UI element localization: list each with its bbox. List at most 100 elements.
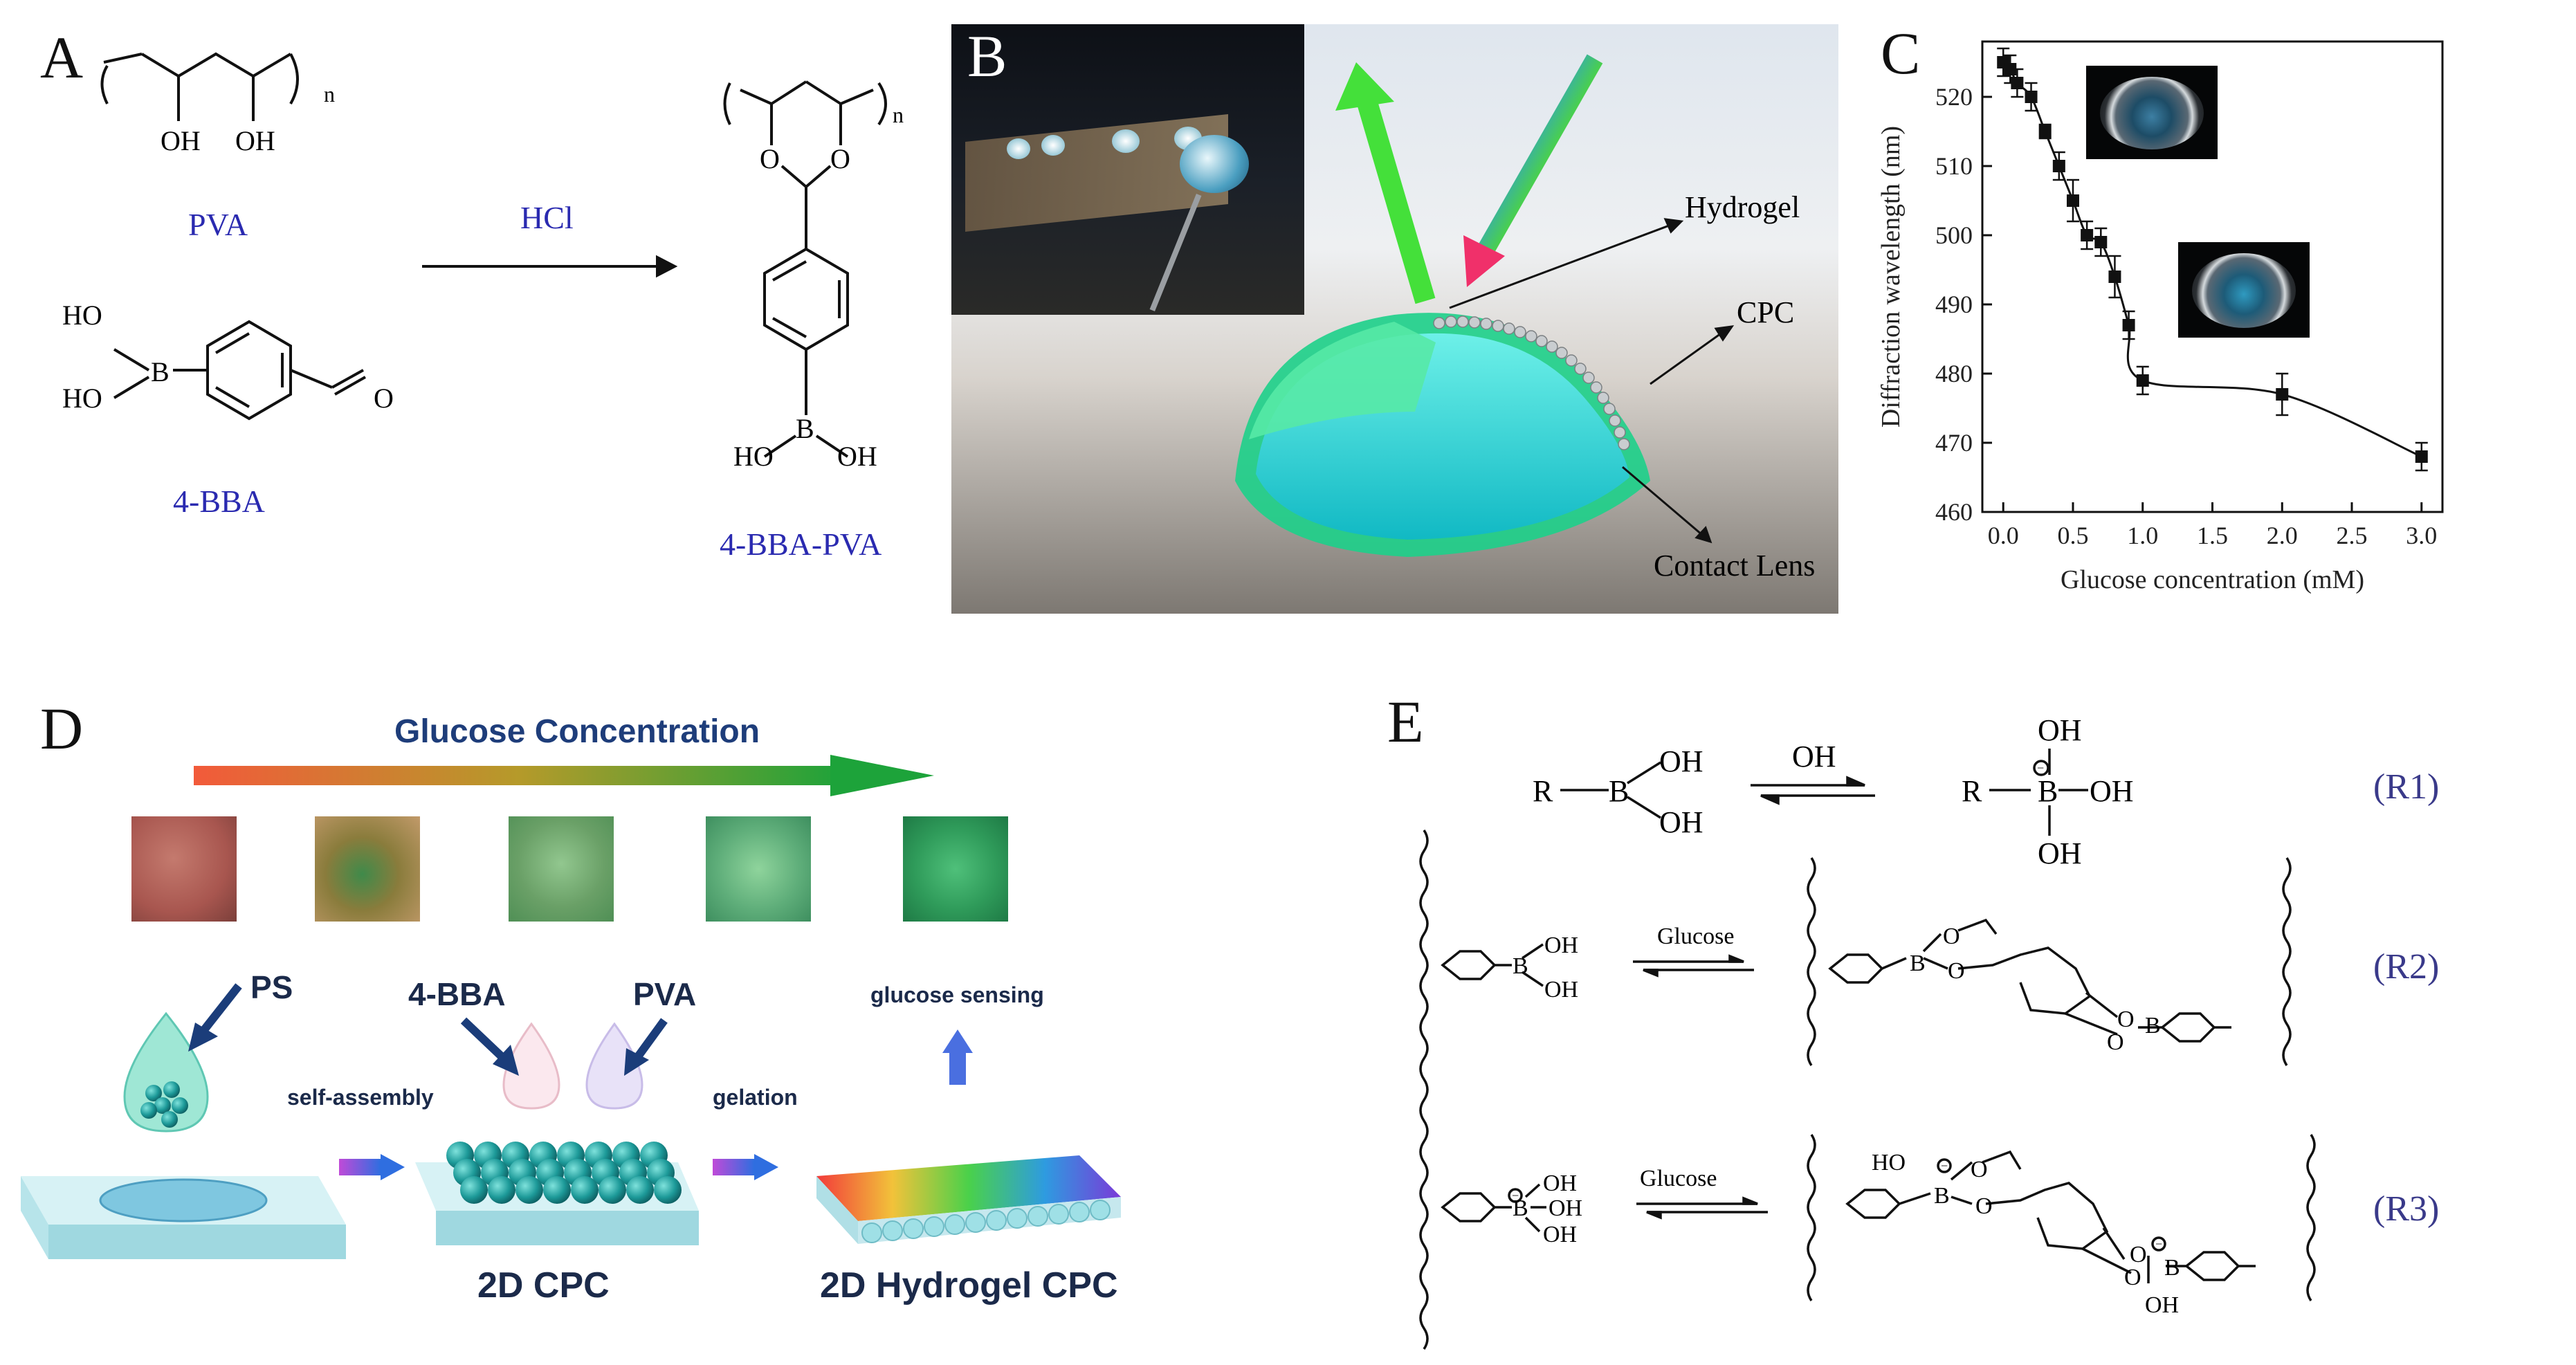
panel-d-label: D — [40, 695, 84, 762]
data-point — [2066, 194, 2079, 207]
y-tick-label: 480 — [1935, 360, 1973, 387]
data-point — [2122, 319, 2135, 331]
lens-photo-inset — [951, 24, 1304, 315]
color-swatch-2 — [315, 816, 420, 922]
r2-b-right-1: B — [1910, 951, 1926, 976]
pva-oh-left: OH — [161, 125, 201, 156]
y-axis-label: Diffraction wavelength (nm) — [1876, 126, 1906, 428]
product-n-subscript: n — [893, 102, 904, 127]
label-glucose-sensing: glucose sensing — [870, 982, 1044, 1007]
r1-r: R — [1533, 774, 1553, 808]
r1-oh-product-top: OH — [2038, 713, 2082, 747]
label-cpc: CPC — [1737, 295, 1795, 329]
r2-o-2: O — [1948, 958, 1965, 984]
pva-oh-right: OH — [235, 125, 275, 156]
y-tick-label: 490 — [1935, 291, 1973, 318]
r2-reagent-glucose: Glucose — [1657, 924, 1735, 949]
panel-a-label: A — [40, 24, 84, 91]
y-tick-label: 460 — [1935, 498, 1973, 526]
r3-o-3: O — [2130, 1242, 2147, 1267]
r1-reagent-oh: OH — [1792, 740, 1836, 773]
label-contact-lens: Contact Lens — [1654, 549, 1816, 583]
r3-o-1: O — [1971, 1157, 1988, 1182]
r3-b-left: B — [1513, 1195, 1528, 1221]
data-point — [2038, 125, 2052, 138]
label-pva: PVA — [633, 976, 697, 1012]
panel-a-scheme — [100, 52, 887, 458]
data-point — [2415, 450, 2428, 463]
product-oh: OH — [837, 441, 877, 472]
data-point — [2094, 236, 2108, 248]
vial-photo-low — [2178, 242, 2310, 338]
r3-oh-bottom: OH — [1543, 1222, 1578, 1247]
color-swatch-5 — [903, 816, 1008, 922]
y-tick-label: 500 — [1935, 221, 1973, 249]
color-swatch-3 — [509, 816, 614, 922]
label-4bba: 4-BBA — [408, 976, 506, 1012]
x-tick-label: 2.5 — [2337, 522, 2368, 549]
x-tick-label: 3.0 — [2406, 522, 2437, 549]
panel-b-label: B — [967, 23, 1007, 89]
r3-oh-right: OH — [2145, 1292, 2180, 1318]
y-tick-label: 470 — [1935, 429, 1973, 457]
r3-label: (R3) — [2373, 1189, 2440, 1229]
x-tick-label: 0.5 — [2057, 522, 2088, 549]
r1-oh-bottom: OH — [1659, 805, 1703, 839]
gradient-title: Glucose Concentration — [394, 713, 760, 750]
data-point — [2052, 160, 2065, 172]
panel-b-illustration — [951, 24, 1838, 614]
glucose-wavelength-chart: 0.0 0.5 1.0 1.5 2.0 2.5 3.0 460 470 480 490 500 510 5… — [1876, 40, 2444, 594]
product-ho: HO — [733, 441, 774, 472]
x-tick-label: 1.5 — [2197, 522, 2228, 549]
panel-e-reactions: − − − − — [1419, 749, 2316, 1350]
r2-o-1: O — [1943, 924, 1960, 949]
product-boron: B — [796, 413, 814, 444]
x-tick-label: 2.0 — [2267, 522, 2298, 549]
bba-ho-top: HO — [62, 300, 102, 331]
label-ps: PS — [250, 969, 293, 1005]
product-name: 4-BBA-PVA — [720, 526, 882, 562]
r3-b-right-2: B — [2164, 1255, 2180, 1281]
contact-lens-drawing — [1235, 54, 1735, 557]
fabrication-process-drawing — [21, 983, 1121, 1259]
pva-n-subscript: n — [324, 82, 335, 107]
r1-oh-product-right: OH — [2090, 774, 2134, 808]
x-tick-label: 1.0 — [2127, 522, 2158, 549]
r3-reagent-glucose: Glucose — [1640, 1166, 1717, 1191]
svg-text:−: − — [1941, 1159, 1948, 1173]
r3-o-4: O — [2124, 1265, 2141, 1290]
pva-name: PVA — [188, 207, 248, 242]
r1-b-product: B — [2038, 774, 2058, 808]
r3-b-right-1: B — [1934, 1183, 1950, 1209]
svg-text:−: − — [2155, 1237, 2162, 1251]
r2-o-4: O — [2107, 1029, 2124, 1055]
data-point — [2025, 91, 2038, 103]
r2-b-left: B — [1513, 953, 1528, 979]
color-swatch-1 — [131, 816, 237, 922]
data-point — [2136, 374, 2149, 387]
y-tick-label: 510 — [1935, 152, 1973, 180]
color-swatch-4 — [706, 816, 811, 922]
r1-oh-product-bottom: OH — [2038, 836, 2082, 870]
label-self-assembly: self-assembly — [287, 1085, 434, 1110]
data-point — [2081, 229, 2094, 241]
bba-boron: B — [151, 356, 170, 387]
label-2d-cpc: 2D CPC — [477, 1265, 610, 1306]
data-point — [2011, 77, 2024, 89]
r2-oh-bottom: OH — [1544, 977, 1579, 1002]
r1-r-product: R — [1962, 774, 1982, 808]
product-o-left: O — [760, 143, 780, 174]
x-tick-label: 0.0 — [1988, 522, 2019, 549]
r1-b-left: B — [1609, 774, 1629, 808]
r2-label: (R2) — [2373, 947, 2440, 987]
reagent-hcl: HCl — [520, 200, 574, 235]
x-axis-label: Glucose concentration (mM) — [2061, 565, 2364, 594]
label-gelation: gelation — [713, 1085, 798, 1110]
svg-text:−: − — [1512, 1189, 1519, 1202]
y-tick-label: 520 — [1935, 83, 1973, 111]
r1-label: (R1) — [2373, 767, 2440, 807]
svg-text:−: − — [2037, 761, 2044, 775]
r2-b-right-2: B — [2145, 1013, 2161, 1038]
label-hydrogel: Hydrogel — [1685, 190, 1800, 224]
r3-ho: HO — [1872, 1150, 1906, 1175]
